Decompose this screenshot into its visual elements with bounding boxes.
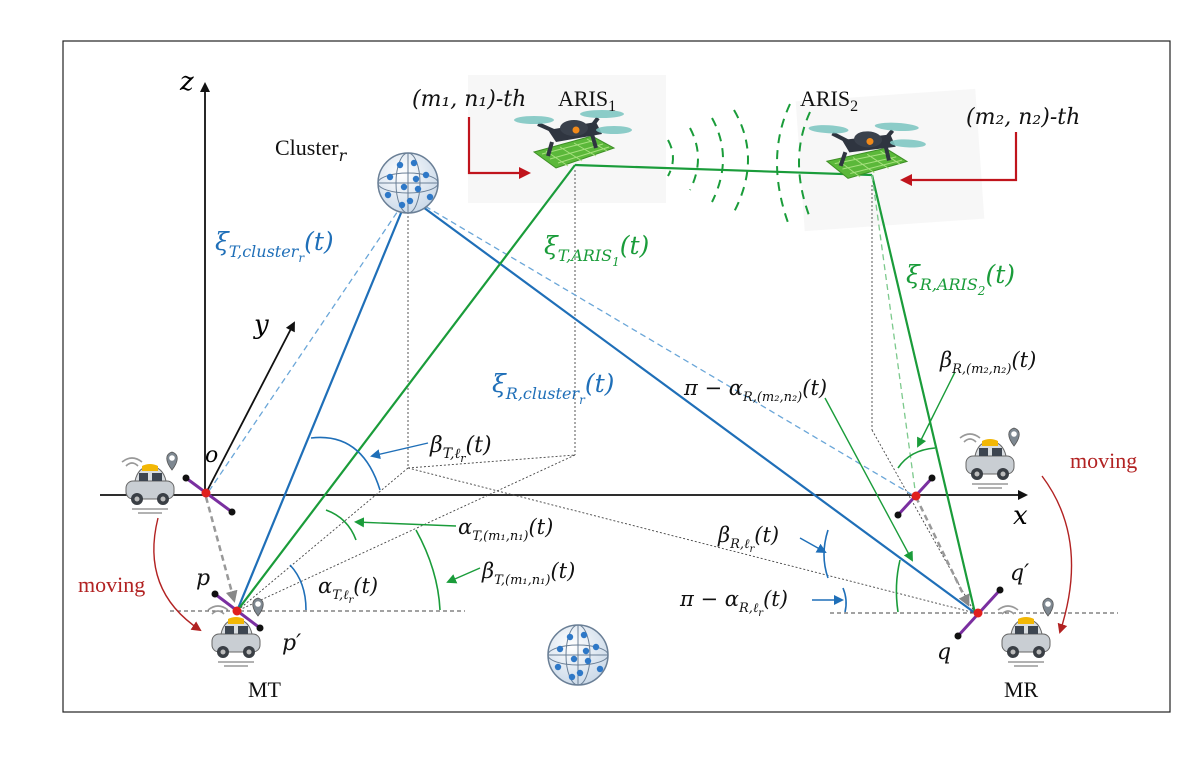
mt-displacement-line (204, 496, 238, 603)
pi-alpha-r-m2n2-pointer (824, 397, 913, 562)
cluster-mr-dashed (407, 195, 917, 498)
mt-antenna (211, 590, 264, 632)
m1n1-element-label: (m₁, n₁)-th (412, 87, 526, 112)
car-icon (125, 463, 175, 514)
m2n2-element-label: (m₂, n₂)-th (966, 105, 1080, 130)
figure-frame (62, 40, 1171, 713)
aris1-aris2-path (574, 163, 873, 177)
mt-moving-label: moving (78, 572, 145, 597)
mr-moving-arrow (1041, 475, 1073, 634)
xi-r-aris2-label: ξR,ARIS2(t) (906, 260, 1015, 298)
beta-t-lr-pointer (370, 442, 429, 460)
aris2-label: ARIS2 (800, 86, 858, 115)
xi-r-cluster-label: ξR,clusterr(t) (492, 369, 614, 407)
y-axis-label: y (253, 310, 269, 340)
pi-alpha-r-lr-label: π − αR,ℓr(t) (679, 587, 788, 619)
tx-aris1-path (236, 164, 576, 612)
antenna-p-prime-label: p′ (282, 631, 301, 656)
beta-t-m1n1-label: βT,(m₁,n₁)(t) (481, 559, 575, 588)
wifi-signal-icon (959, 433, 981, 443)
beta-t-lr-label: βT,ℓr(t) (429, 433, 492, 465)
z-axis-label: z (179, 67, 194, 97)
aris2-rx-path (870, 174, 977, 614)
antenna-p-label: p (196, 566, 210, 591)
car-icon (1001, 616, 1051, 667)
mr-moving-label: moving (1070, 448, 1137, 473)
tx-cluster-path (235, 195, 410, 612)
mt-moving-arrow (153, 517, 202, 632)
wifi-signal-icon (121, 457, 143, 467)
y-axis (204, 321, 295, 496)
beta-r-m2n2-pointer (917, 371, 956, 448)
antenna-q-label: q (937, 640, 951, 665)
cluster-label: Clusterr (275, 135, 348, 165)
location-pin-icon (1008, 427, 1020, 447)
beta-r-lr-label: βR,ℓr(t) (717, 523, 779, 555)
beta-r-m2n2-label: βR,(m₂,n₂)(t) (939, 348, 1036, 377)
location-pin-icon (252, 597, 264, 617)
car-icon (965, 438, 1015, 489)
x-axis-label: x (1013, 501, 1028, 531)
pi-alpha-r-m2n2-label: π − αR,(m₂,n₂)(t) (683, 376, 827, 405)
aris2-mr-dashed (871, 174, 917, 498)
wifi-signal-icon (207, 605, 229, 615)
angle-arcs (289, 436, 936, 613)
m1n1-element-pointer (467, 117, 531, 179)
xi-t-cluster-label: ξT,clusterr(t) (215, 227, 334, 265)
beta-r-lr-pointer (799, 537, 827, 553)
mr-antenna-origin (894, 474, 936, 519)
scatter-sphere-icon (547, 624, 609, 686)
alpha-t-m1n1-label: αT,(m₁,n₁)(t) (458, 515, 553, 544)
projection-lines (236, 170, 976, 614)
cluster-rx-path (407, 195, 976, 614)
xi-t-aris1-label: ξT,ARIS1(t) (544, 231, 649, 269)
m2n2-element-pointer (900, 132, 1018, 186)
mt-antenna-origin (182, 474, 236, 516)
alpha-t-lr-label: αT,ℓr(t) (318, 574, 378, 606)
beta-t-m1n1-pointer (446, 567, 481, 584)
mr-label: MR (1004, 677, 1039, 702)
scatter-sphere-icon (377, 152, 439, 214)
origin-label: o (205, 443, 218, 468)
aris1-label: ARIS1 (558, 86, 616, 115)
alpha-t-m1n1-pointer (354, 517, 457, 528)
location-pin-icon (1042, 597, 1054, 617)
wireless-waves (667, 103, 811, 229)
mr-antenna (954, 586, 1004, 640)
location-pin-icon (166, 451, 178, 471)
mt-label: MT (248, 677, 282, 702)
antenna-q-prime-label: q′ (1010, 561, 1029, 586)
